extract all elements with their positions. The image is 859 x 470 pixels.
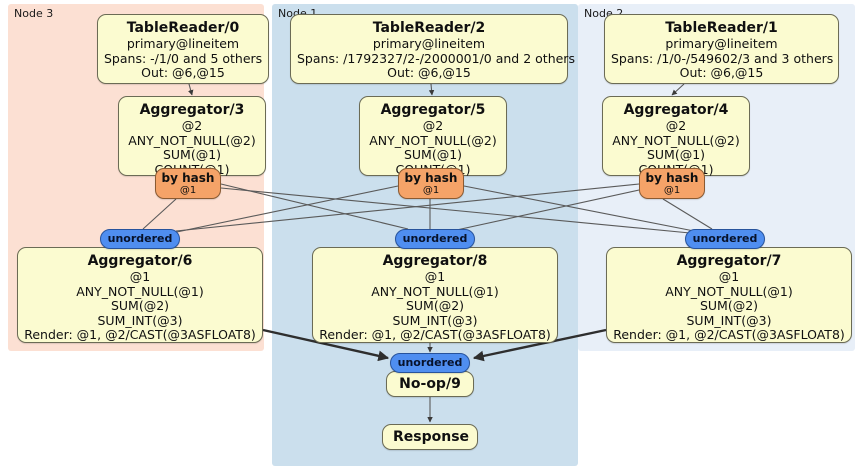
processor-title: No-op/9 <box>399 376 461 392</box>
processor-detail-line: @2 <box>422 118 444 133</box>
processor-detail-line: Render: @1, @2/CAST(@3ASFLOAT8) <box>24 327 256 342</box>
router-label: by hash <box>404 171 458 185</box>
processor-detail-line: @1 <box>424 269 446 284</box>
processor-detail-line: SUM_INT(@3) <box>686 312 772 328</box>
processor-detail-line: Spans: /1792327/2-/2000001/0 and 2 other… <box>297 50 575 66</box>
processor-noop9[interactable]: No-op/9 <box>386 371 474 397</box>
processor-detail-line: ANY_NOT_NULL(@2) <box>612 132 740 148</box>
processor-detail-line: SUM_INT(@3) <box>97 312 183 328</box>
processor-detail-line: ANY_NOT_NULL(@1) <box>665 283 793 299</box>
processor-detail-line: Spans: -/1/0 and 5 others <box>104 50 263 66</box>
processor-detail-line: Render: @1, @2/CAST(@3ASFLOAT8) <box>319 327 551 342</box>
processor-detail-line: ANY_NOT_NULL(@2) <box>369 132 497 148</box>
router-router4[interactable]: by hash@1 <box>639 168 705 199</box>
processor-detail-line: Out: @6,@15 <box>387 65 471 80</box>
processor-detail-line: Spans: /1/0-/549602/3 and 3 others <box>611 50 834 66</box>
router-column: @1 <box>663 185 681 196</box>
processor-detail-line: @1 <box>718 269 740 284</box>
processor-detail-line: @1 <box>129 269 151 284</box>
processor-detail-line: ANY_NOT_NULL(@1) <box>371 283 499 299</box>
node-region-label-node3: Node 3 <box>14 7 54 20</box>
router-column: @1 <box>179 185 197 196</box>
synchronizer-sync8[interactable]: unordered <box>395 229 475 249</box>
processor-detail-line: Render: @1, @2/CAST(@3ASFLOAT8) <box>613 327 845 342</box>
processor-detail-line: SUM(@2) <box>699 298 759 313</box>
processor-detail-line: ANY_NOT_NULL(@2) <box>128 132 256 148</box>
router-router3[interactable]: by hash@1 <box>155 168 221 199</box>
processor-detail-line: @2 <box>665 118 687 133</box>
processor-detail-line: SUM(@1) <box>646 147 706 162</box>
processor-title: Response <box>393 429 470 445</box>
processor-aggregator5[interactable]: Aggregator/5@2ANY_NOT_NULL(@2)SUM(@1)COU… <box>359 96 507 176</box>
processor-detail-line: SUM(@2) <box>405 298 465 313</box>
processor-detail-line: Out: @6,@15 <box>141 65 225 80</box>
synchronizer-sync9[interactable]: unordered <box>390 353 470 373</box>
router-label: by hash <box>161 171 215 185</box>
processor-title: Aggregator/5 <box>380 102 486 118</box>
processor-detail-line: @2 <box>181 118 203 133</box>
processor-title: Aggregator/7 <box>676 253 782 269</box>
processor-title: Aggregator/8 <box>382 253 488 269</box>
processor-detail-line: ANY_NOT_NULL(@1) <box>76 283 204 299</box>
processor-detail-line: primary@lineitem <box>126 36 240 51</box>
processor-aggregator3[interactable]: Aggregator/3@2ANY_NOT_NULL(@2)SUM(@1)COU… <box>118 96 266 176</box>
synchronizer-sync7[interactable]: unordered <box>685 229 765 249</box>
processor-aggregator4[interactable]: Aggregator/4@2ANY_NOT_NULL(@2)SUM(@1)COU… <box>602 96 750 176</box>
processor-detail-line: SUM(@2) <box>110 298 170 313</box>
router-column: @1 <box>422 185 440 196</box>
synchronizer-sync6[interactable]: unordered <box>100 229 180 249</box>
processor-response[interactable]: Response <box>382 424 478 450</box>
processor-title: Aggregator/3 <box>139 102 245 118</box>
processor-detail-line: SUM(@1) <box>403 147 463 162</box>
router-label: by hash <box>645 171 699 185</box>
processor-title: Aggregator/6 <box>87 253 193 269</box>
processor-title: TableReader/1 <box>665 20 778 36</box>
processor-detail-line: primary@lineitem <box>372 36 486 51</box>
processor-title: TableReader/0 <box>126 20 240 36</box>
processor-title: Aggregator/4 <box>623 102 729 118</box>
router-router5[interactable]: by hash@1 <box>398 168 464 199</box>
processor-detail-line: primary@lineitem <box>665 36 778 51</box>
processor-detail-line: SUM_INT(@3) <box>392 312 478 328</box>
processor-detail-line: Out: @6,@15 <box>679 65 764 80</box>
processor-title: TableReader/2 <box>372 20 486 36</box>
processor-detail-line: SUM(@1) <box>162 147 222 162</box>
